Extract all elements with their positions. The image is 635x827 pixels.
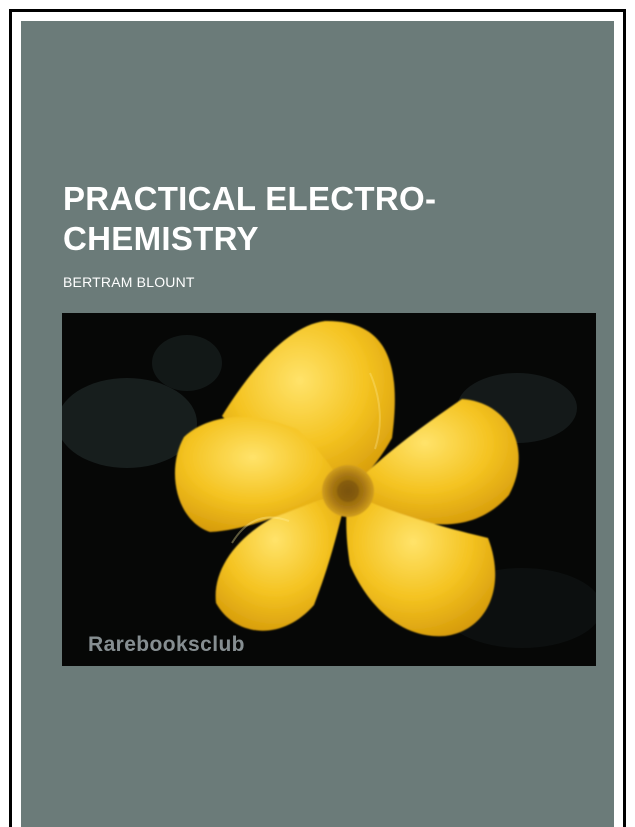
flower-petal-top	[222, 320, 395, 491]
petal-highlight-left	[231, 516, 290, 544]
book-cover: PRACTICAL ELECTRO- CHEMISTRY BERTRAM BLO…	[21, 21, 614, 827]
flower-petal-left	[174, 417, 348, 532]
cover-photo: Rarebooksclub	[62, 313, 596, 666]
leaf-shadow-left	[62, 378, 197, 468]
petal-highlight-top	[369, 372, 381, 450]
publisher-watermark: Rarebooksclub	[88, 633, 245, 656]
flower-petal-right	[348, 399, 519, 525]
flower-petal-bottom-right	[346, 491, 496, 637]
book-author: BERTRAM BLOUNT	[63, 274, 195, 290]
book-title: PRACTICAL ELECTRO- CHEMISTRY	[63, 179, 583, 259]
leaf-shadow-top	[152, 335, 222, 391]
book-title-line-1: PRACTICAL ELECTRO-	[63, 180, 437, 217]
book-title-line-2: CHEMISTRY	[63, 220, 259, 257]
flower-center-core	[337, 480, 359, 502]
flower-photo-icon	[62, 313, 596, 666]
yellow-flower	[174, 320, 519, 637]
flower-petal-bottom-left	[215, 491, 348, 631]
